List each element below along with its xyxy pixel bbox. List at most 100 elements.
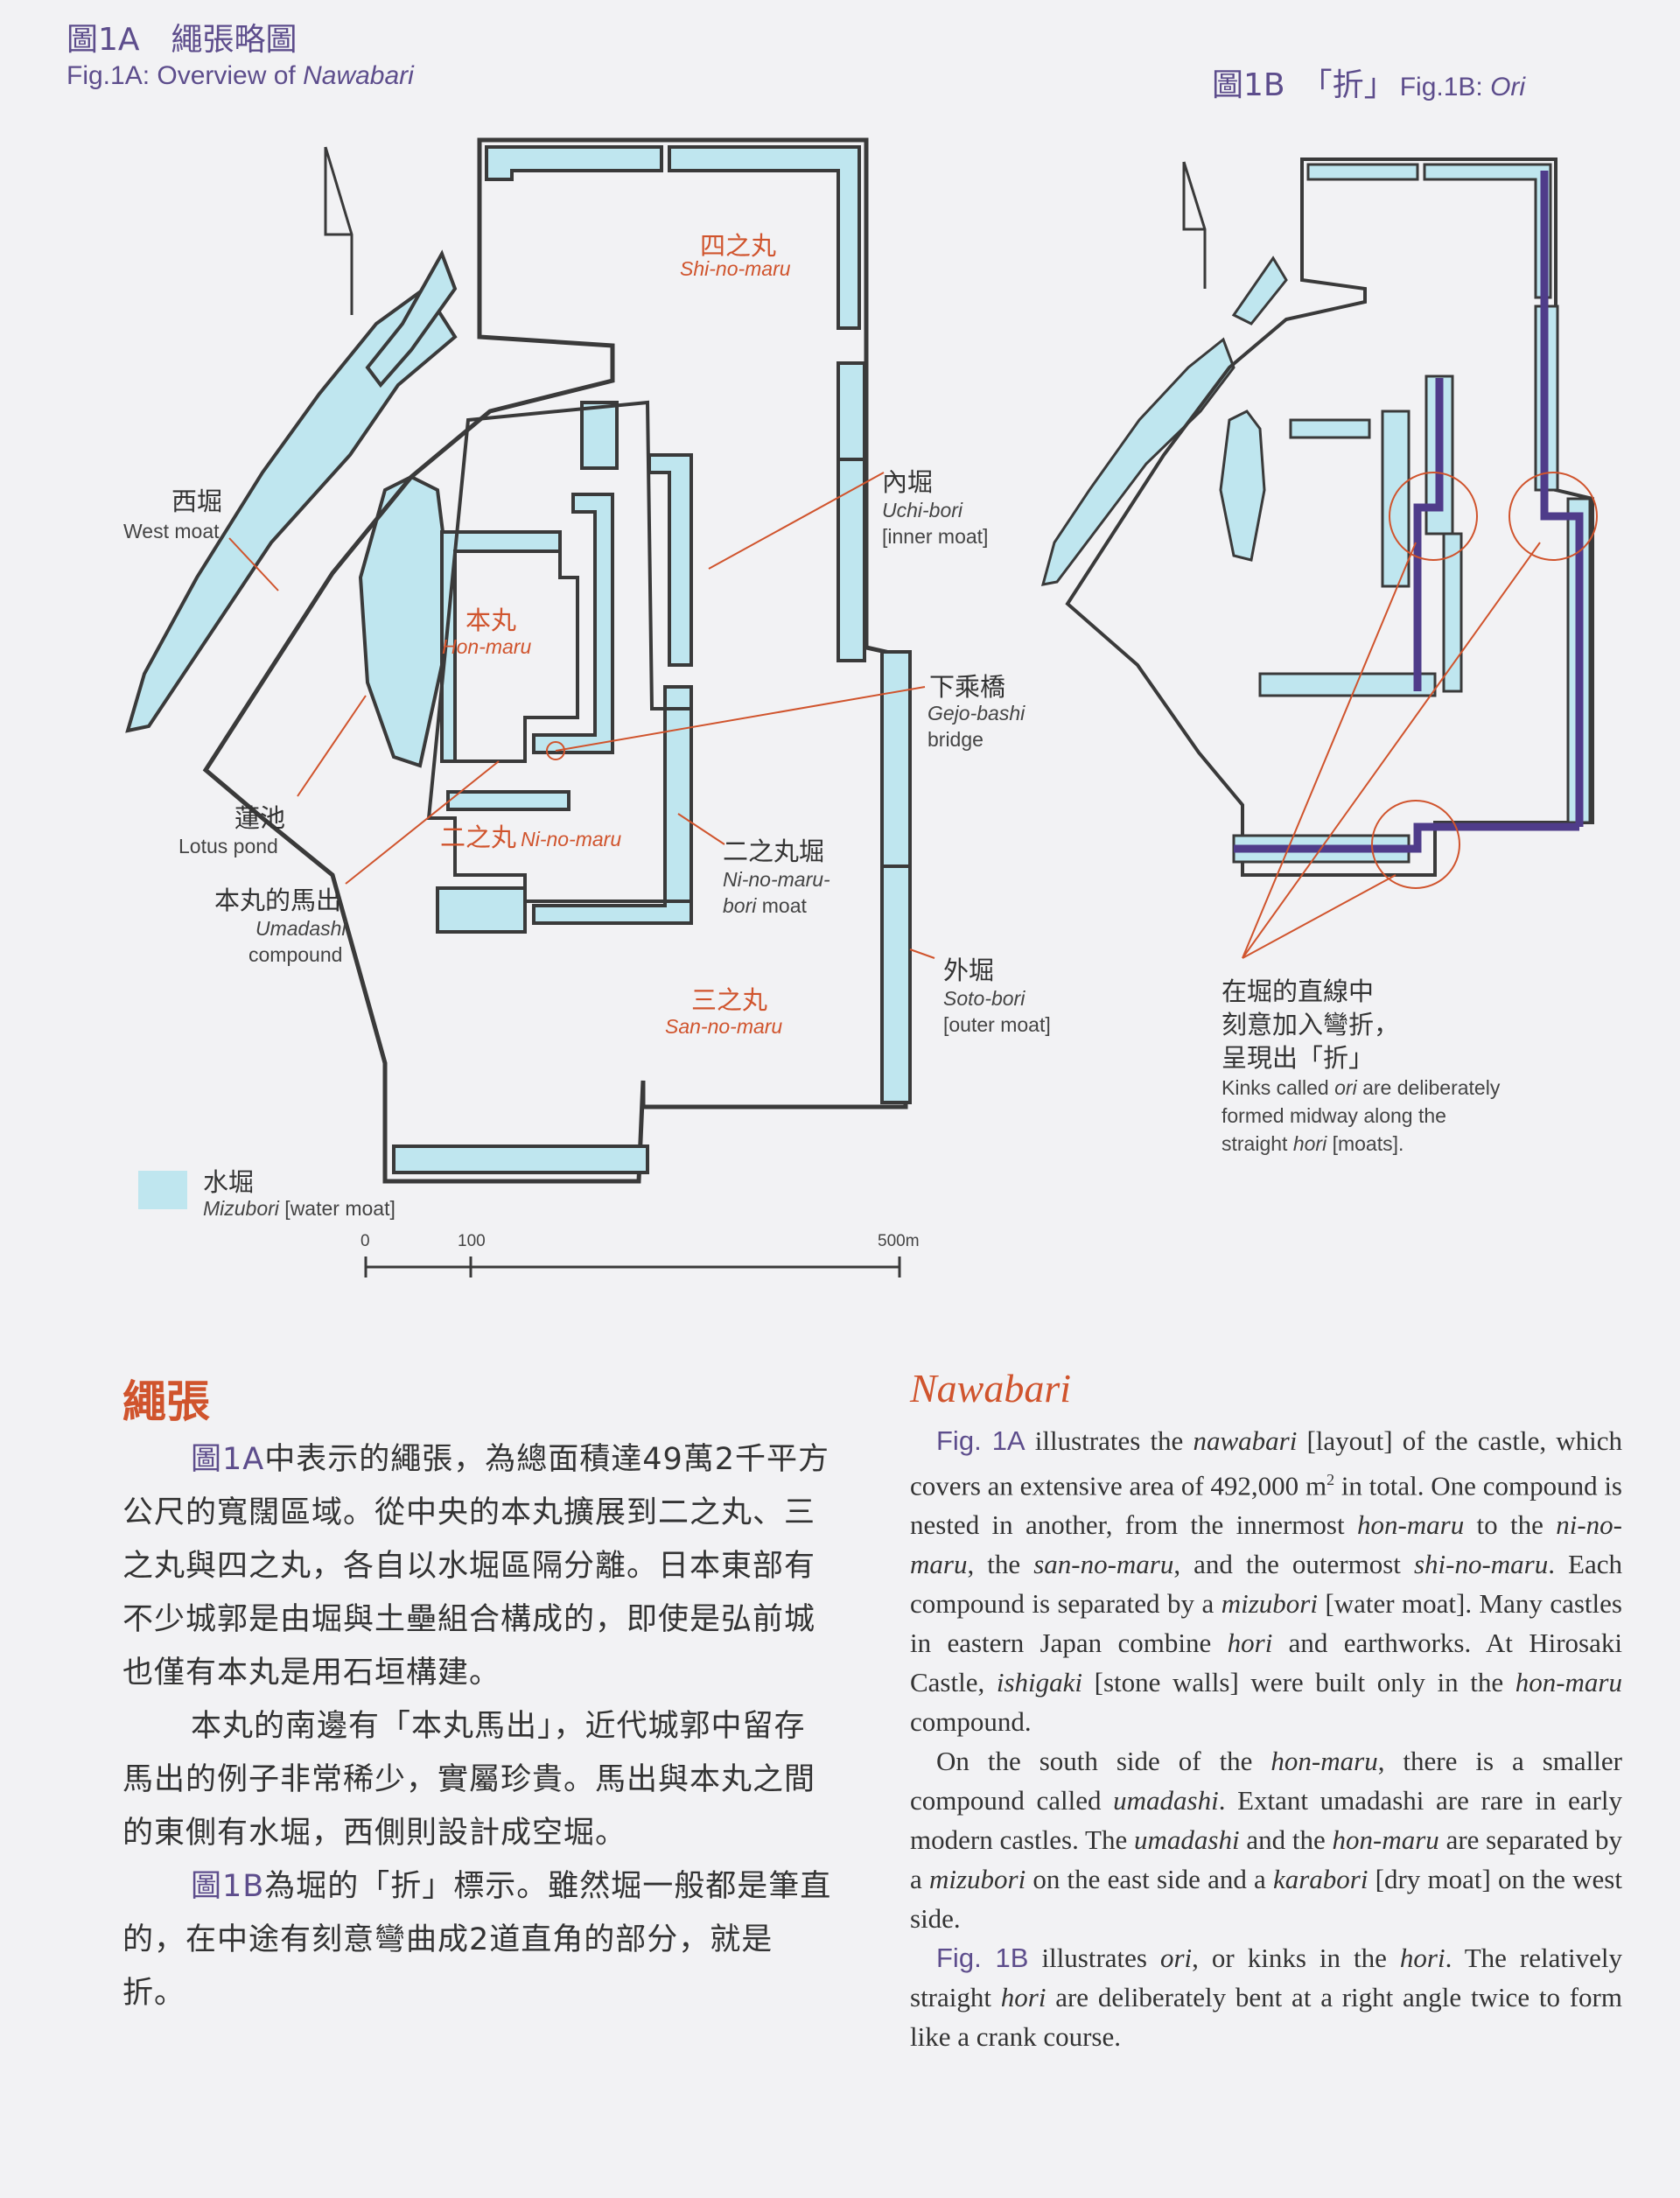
label-ninomaru: 二之丸 Ni-no-maru (440, 817, 621, 854)
body-en-p1-b: nawabari (1193, 1425, 1298, 1456)
sw-moat-1b (1258, 672, 1437, 697)
scale-label-0: 0 (360, 1232, 370, 1250)
label-sotobori-en-italic: Soto-bori (943, 987, 1026, 1010)
gejobashi-marker (546, 741, 565, 760)
ori-note-zh-2: 刻意加入彎折， (1222, 1010, 1400, 1040)
uchibori-east-2 (836, 458, 866, 662)
outer-castle-outline (202, 137, 908, 1184)
body-text-zh: 圖1A中表示的繩張，為總面積達49萬2千平方公尺的寬闊區域。從中央的本丸擴展到二… (122, 1433, 836, 2020)
body-en-p2-a: On the south side of the (936, 1746, 1271, 1777)
fig1a-caption-zh: 圖1A 繩張略圖 (66, 22, 298, 58)
honmaru-east-moat (532, 493, 614, 754)
honmaru-outline (453, 550, 579, 763)
body-en-paragraph-1: Fig. 1A illustrates the nawabari [layout… (910, 1421, 1622, 1741)
body-en-p1-l: . Each compound is separated by a (910, 1549, 1622, 1620)
outer-outline-1b (1065, 158, 1594, 877)
body-en-p3-g: are deliberately bent at a right angle t… (910, 1982, 1622, 2053)
body-en-p3-c: , or kinks in the (1192, 1942, 1400, 1974)
body-en-fig1b-ref: Fig. 1B (936, 1942, 1029, 1974)
body-en-p1-p: and earthworks. At Hirosaki Castle, (910, 1628, 1622, 1698)
ori-note-en-3-pre: straight (1222, 1132, 1293, 1155)
body-en-p1-o: hori (1227, 1628, 1273, 1659)
body-en-p2-j: mizubori (928, 1864, 1026, 1895)
body-en-p1-q: ishigaki (996, 1667, 1083, 1698)
north-moat-1b-left (1306, 163, 1419, 181)
body-en-p3-f: hori (1000, 1982, 1046, 2013)
label-honmaru-en: Hon-maru (442, 635, 532, 658)
body-en-p1-i: san-no-maru (1033, 1549, 1174, 1580)
body-en-p3-e: . The relatively straight (910, 1942, 1622, 2013)
fig1a-map (125, 137, 935, 1278)
body-en-p2-d: umadashi (1113, 1785, 1219, 1816)
north-moat-right (668, 145, 861, 330)
body-zh-paragraph-3: 圖1B為堀的「折」標示。雖然堀一般都是筆直的，在中途有刻意彎曲成2道直角的部分，… (122, 1860, 836, 2020)
body-en-p1-sup: 2 (1326, 1471, 1335, 1488)
label-ninomaru-zh: 二之丸 (440, 822, 517, 852)
west-moat-1b (1040, 337, 1236, 586)
label-sotobori-zh: 外堀 (943, 956, 995, 985)
fig1b-caption-zh: 圖1B 「折」 (1212, 67, 1396, 103)
body-text-en: Fig. 1A illustrates the nawabari [layout… (910, 1421, 1622, 2056)
body-zh-p1-text: 中表示的繩張，為總面積達49萬2千平方公尺的寬闊區域。從中央的本丸擴展到二之丸、… (122, 1442, 830, 1690)
ori-highlights (1234, 171, 1584, 853)
lotus-pond-1b (1219, 410, 1266, 562)
label-hasuike-en: Lotus pond (178, 835, 278, 858)
ori-circles (1371, 472, 1598, 889)
section-title-zh: 繩張 (122, 1376, 210, 1427)
label-umadashi-en: compound (248, 943, 343, 966)
body-en-p2-h: hon-maru (1332, 1824, 1439, 1856)
legend-label-en: Mizubori [water moat] (203, 1195, 396, 1222)
body-en-p1-r: [stone walls] were built only in the (1082, 1667, 1516, 1698)
body-en-p1-t: compound. (910, 1706, 1032, 1738)
legend-label-en-italic: Mizubori (203, 1197, 279, 1220)
label-nishibori-en: West moat (123, 520, 220, 542)
body-en-p2-k: on the east side and a (1026, 1864, 1273, 1895)
label-umadashi-en-italic: Umadashi (256, 917, 346, 940)
ninomaru-inner-moat (580, 401, 619, 470)
body-zh-paragraph-2: 本丸的南邊有「本丸馬出」，近代城郭中留存馬出的例子非常稀少，實屬珍貴。馬出與本丸… (122, 1700, 836, 1860)
ori-note-en-3-italic: hori (1292, 1132, 1327, 1155)
ninomaru-sw-moat (436, 886, 527, 934)
body-en-paragraph-3: Fig. 1B illustrates ori, or kinks in the… (910, 1938, 1622, 2056)
scale-bar (364, 1256, 901, 1278)
ori-note-en-1-pre: Kinks called (1222, 1076, 1335, 1099)
legend-label-en-text: [water moat] (278, 1197, 396, 1220)
ori-note-en-2: formed midway along the (1222, 1104, 1446, 1127)
label-shinomaru-zh: 四之丸 (700, 231, 777, 261)
ori-note-en-1: Kinks called ori are deliberately (1222, 1074, 1500, 1102)
body-en-p2-m: [dry moat] on the west side. (910, 1864, 1622, 1935)
label-umadashi-zh: 本丸的馬出 (214, 886, 342, 915)
body-en-p1-d: in total. One compound is nested in anot… (910, 1470, 1622, 1541)
body-en-p2-g: and the (1239, 1824, 1333, 1856)
legend-label-zh: 水堀 (203, 1167, 255, 1197)
label-uchibori-zh: 內堀 (882, 467, 934, 497)
body-en-p2-e: . Extant umadashi are rare in early mode… (910, 1785, 1622, 1856)
body-en-p3-b: ori (1159, 1942, 1193, 1974)
label-sotobori-en: [outer moat] (943, 1013, 1051, 1036)
uchibori-east-1 (836, 361, 866, 466)
nw-moat (365, 249, 458, 388)
body-en-fig1a-ref: Fig. 1A (936, 1425, 1026, 1456)
label-hasuike-zh: 蓮池 (234, 803, 286, 833)
north-moat-1b-right (1423, 163, 1552, 299)
fig1a-caption-en-italic: Nawabari (303, 61, 414, 90)
fig1a-caption-en: Fig.1A: Overview of Nawabari (66, 61, 414, 91)
ori-note-en-3: straight hori [moats]. (1222, 1130, 1404, 1158)
body-en-p1-s: hon-maru (1515, 1667, 1622, 1698)
north-arrow-1a (324, 146, 354, 315)
label-ninomarubori-en-italic2: bori (723, 894, 757, 917)
lotus-pond (358, 474, 449, 768)
body-zh-paragraph-1: 圖1A中表示的繩張，為總面積達49萬2千平方公尺的寬闊區域。從中央的本丸擴展到二… (122, 1433, 836, 1700)
body-zh-fig1a-ref: 圖1A (191, 1442, 265, 1477)
ori-note-zh-3: 呈現出「折」 (1222, 1043, 1375, 1073)
label-uchibori-en-italic: Uchi-bori (882, 499, 963, 522)
body-en-p1-c: [layout] of the castle, which covers an … (910, 1425, 1622, 1502)
body-en-p2-i: are separated by a (910, 1824, 1622, 1895)
body-en-p1-f: to the (1464, 1509, 1557, 1541)
legend-swatch (138, 1171, 187, 1209)
body-en-p2-b: hon-maru (1270, 1746, 1378, 1777)
north-moat-left (485, 145, 663, 181)
ori-leader-lines (1242, 542, 1541, 959)
label-shinomaru-en: Shi-no-maru (680, 257, 791, 280)
label-ninomarubori-zh: 二之丸堀 (723, 836, 825, 866)
